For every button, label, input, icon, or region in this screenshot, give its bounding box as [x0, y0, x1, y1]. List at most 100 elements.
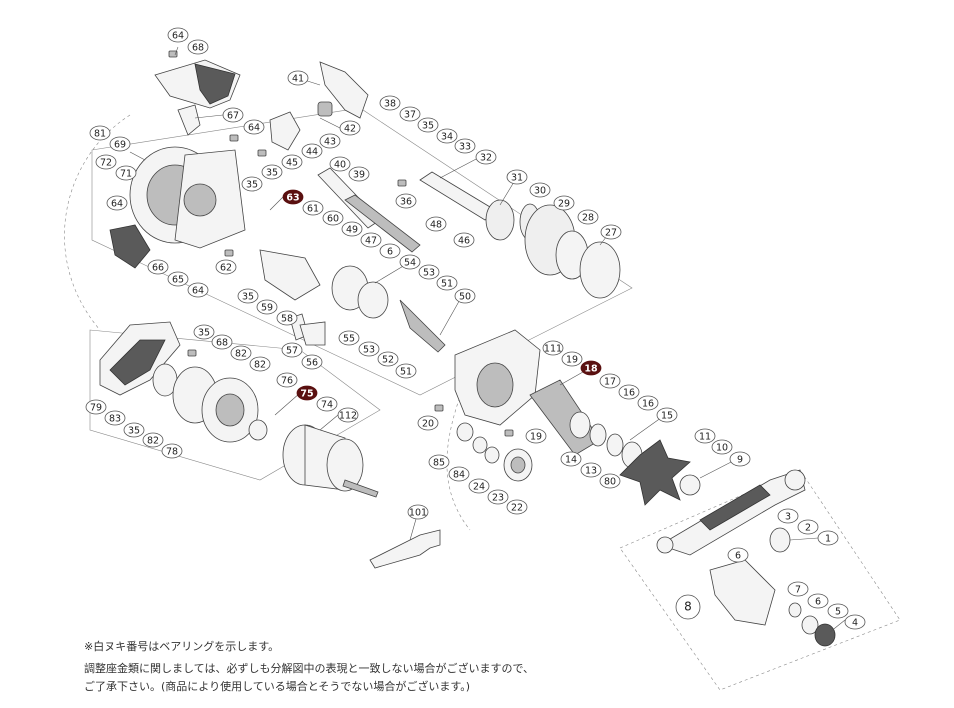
part-callout-p47: 47	[360, 232, 382, 248]
callout-ellipse	[301, 354, 323, 370]
callout-ellipse	[167, 271, 189, 287]
callout-number: 74	[321, 399, 333, 410]
part-callout-p31: 31	[506, 169, 528, 185]
parts	[99, 50, 836, 647]
part-callout-p35f: 35	[123, 422, 145, 438]
callout-ellipse	[241, 176, 263, 192]
part-callout-p68a: 68	[187, 39, 209, 55]
callout-number: 32	[480, 152, 492, 163]
part-callout-p58: 58	[276, 310, 298, 326]
part-callout-p41: 41	[287, 70, 309, 86]
callout-number: 16	[642, 398, 654, 409]
part-callout-p35c: 35	[417, 117, 439, 133]
part-callout-p85: 85	[428, 454, 450, 470]
callout-ellipse	[348, 166, 370, 182]
callout-ellipse	[222, 107, 244, 123]
callout-number: 38	[384, 98, 396, 109]
part-callout-p19a: 19	[561, 351, 583, 367]
callout-ellipse	[807, 593, 829, 609]
callout-ellipse	[506, 169, 528, 185]
bearing-callout-p63: 63	[282, 189, 304, 205]
callout-number: 64	[111, 198, 123, 209]
callout-number: 16	[623, 387, 635, 398]
part-callout-p6b: 6	[727, 547, 749, 563]
callout-ellipse	[577, 209, 599, 225]
part-callout-p27: 27	[600, 224, 622, 240]
part-callout-p61: 61	[302, 200, 324, 216]
callout-ellipse	[161, 443, 183, 459]
callout-number: 51	[441, 278, 453, 289]
callout-number: 49	[346, 224, 358, 235]
callout-ellipse	[417, 415, 439, 431]
callout-number: 19	[530, 431, 542, 442]
callout-number: 19	[566, 354, 578, 365]
callout-ellipse	[281, 154, 303, 170]
callout-ellipse	[711, 439, 733, 455]
part-callout-p13: 13	[580, 462, 602, 478]
callout-number: 80	[604, 476, 616, 487]
callout-number: 35	[198, 327, 210, 338]
callout-number: 4	[852, 617, 858, 628]
callout-ellipse	[301, 143, 323, 159]
part-callout-p68b: 68	[211, 334, 233, 350]
callout-number: 76	[281, 375, 293, 386]
callout-ellipse	[553, 195, 575, 211]
callout-number: 64	[192, 285, 204, 296]
part-callout-p78: 78	[161, 443, 183, 459]
callout-ellipse	[256, 299, 278, 315]
part-callout-p53b: 53	[358, 341, 380, 357]
callout-ellipse	[379, 243, 401, 259]
part-callout-p7: 7	[787, 581, 809, 597]
part-callout-p101: 101	[407, 504, 429, 520]
callout-ellipse	[302, 200, 324, 216]
callout-number: 47	[365, 235, 377, 246]
part-callout-p39: 39	[348, 166, 370, 182]
part-callout-p8: 8	[675, 594, 701, 620]
callout-ellipse	[322, 210, 344, 226]
callout-number: 84	[453, 469, 465, 480]
callout-number: 82	[235, 348, 247, 359]
bearing-callout-p18: 18	[580, 360, 602, 376]
part-callout-p42: 42	[339, 120, 361, 136]
callout-ellipse	[115, 165, 137, 181]
callout-ellipse	[448, 466, 470, 482]
callout-number: 39	[353, 169, 365, 180]
callout-number: 54	[404, 257, 416, 268]
callout-ellipse	[797, 519, 819, 535]
part-callout-p28: 28	[577, 209, 599, 225]
callout-number: 66	[152, 262, 164, 273]
callout-number: 35	[422, 120, 434, 131]
callout-ellipse	[727, 547, 749, 563]
callout-number: 20	[422, 418, 434, 429]
part-callout-p66: 66	[147, 259, 169, 275]
callout-ellipse	[729, 451, 751, 467]
callout-number: 8	[684, 599, 692, 613]
callout-ellipse	[339, 120, 361, 136]
callout-ellipse	[599, 473, 621, 489]
callout-number: 62	[220, 262, 232, 273]
part-callout-p67: 67	[222, 107, 244, 123]
callout-ellipse	[529, 182, 551, 198]
callout-number: 11	[699, 431, 711, 442]
callout-number: 13	[585, 465, 597, 476]
callout-number: 111	[544, 343, 562, 354]
callout-number: 5	[835, 606, 841, 617]
callout-number: 10	[716, 442, 728, 453]
note-washers-line2: ご了承下さい。(商品により使用している場合とそうでない場合がございます。)	[84, 680, 471, 693]
callout-ellipse	[106, 195, 128, 211]
callout-ellipse	[358, 341, 380, 357]
part-callout-p72: 72	[95, 154, 117, 170]
part-callout-p40: 40	[329, 156, 351, 172]
callout-number: 34	[441, 131, 453, 142]
part-callout-p52: 52	[377, 351, 399, 367]
callout-number: 44	[306, 146, 318, 157]
callout-ellipse	[428, 454, 450, 470]
callout-ellipse	[193, 324, 215, 340]
notes: ※白ヌキ番号はベアリングを示します。 調整座金類に関しましては、必ずしも分解図中…	[84, 638, 884, 696]
callout-number: 6	[735, 550, 741, 561]
part-callout-p2: 2	[797, 519, 819, 535]
part-callout-p54: 54	[399, 254, 421, 270]
callout-number: 53	[423, 267, 435, 278]
part-callout-p59: 59	[256, 299, 278, 315]
